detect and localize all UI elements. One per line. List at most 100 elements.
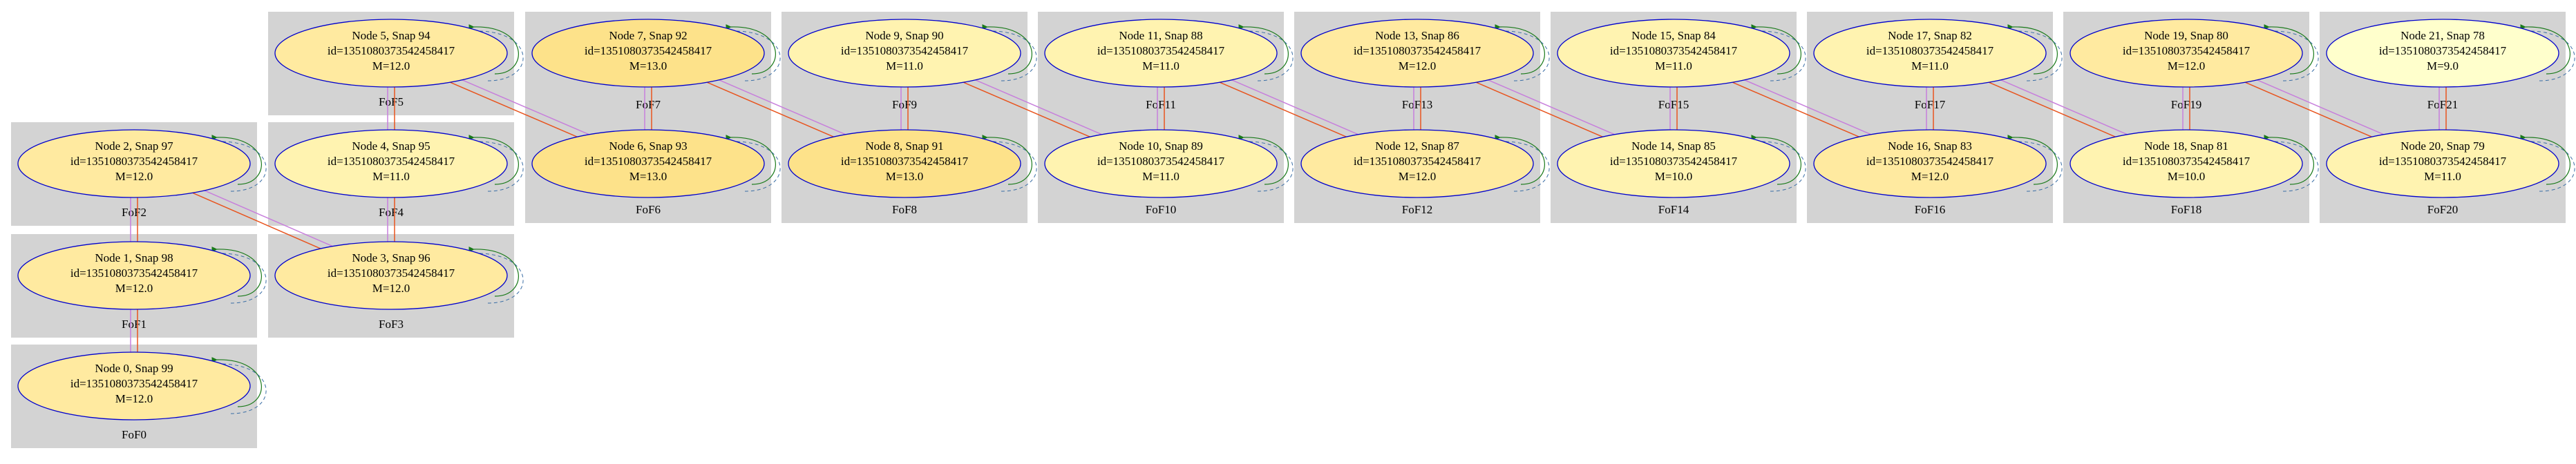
node-16[interactable]: Node 16, Snap 83id=1351080373542458417M=… [1813, 129, 2063, 198]
node-mass: M=12.0 [115, 282, 153, 295]
node-mass: M=11.0 [886, 59, 923, 72]
node-id: id=1351080373542458417 [1097, 44, 1225, 57]
node-13[interactable]: Node 13, Snap 86 id=1351080373542458417M=… [1300, 19, 1550, 88]
cluster-label-fof17: FoF17 [1915, 98, 1946, 111]
self-loop-green [1495, 134, 1545, 185]
node-id: id=1351080373542458417 [1354, 44, 1481, 57]
self-loop-green [2007, 23, 2058, 75]
node-id: id=1351080373542458417 [2379, 155, 2507, 168]
node-mass: M=11.0 [1142, 170, 1180, 183]
node-ellipse[interactable] [274, 241, 508, 310]
node-mass: M=12.0 [1399, 59, 1436, 72]
self-loop-green [2007, 134, 2058, 185]
node-title: Node 15, Snap 84 [1631, 29, 1716, 42]
node-5[interactable]: Node 5, Snap 94id=1351080373542458417M=1… [274, 19, 524, 88]
cluster-label-fof13: FoF13 [1402, 98, 1432, 111]
node-mass: M=12.0 [115, 170, 153, 183]
node-20[interactable]: Node 20, Snap 79id=1351080373542458417M=… [2326, 129, 2575, 198]
node-10[interactable]: Node 10, Snap 89id=1351080373542458417M=… [1044, 129, 1294, 198]
node-21[interactable]: Node 21, Snap 78id=1351080373542458417M=… [2326, 19, 2575, 88]
cluster-label-fof21: FoF21 [2427, 98, 2458, 111]
node-ellipse[interactable] [2070, 129, 2303, 198]
self-loop-green [211, 246, 262, 297]
node-ellipse[interactable] [17, 241, 251, 310]
self-loop-green [468, 134, 519, 185]
node-9[interactable]: Node 9, Snap 90id=1351080373542458417M=1… [788, 19, 1037, 88]
node-title: Node 16, Snap 83 [1888, 139, 1972, 153]
node-15[interactable]: Node 15, Snap 84id=1351080373542458417M=… [1557, 19, 1806, 88]
node-ellipse[interactable] [788, 129, 1021, 198]
node-18[interactable]: Node 18, Snap 81id=1351080373542458417M=… [2070, 129, 2319, 198]
node-ellipse[interactable] [788, 19, 1021, 88]
node-id: id=1351080373542458417 [1097, 155, 1225, 168]
node-ellipse[interactable] [1813, 19, 2047, 88]
node-ellipse[interactable] [1557, 129, 1790, 198]
node-title: Node 4, Snap 95 [352, 139, 430, 153]
node-id: id=1351080373542458417 [70, 267, 198, 280]
node-title: Node 12, Snap 87 [1375, 139, 1459, 153]
self-loop-blue [2018, 141, 2063, 192]
node-ellipse[interactable] [1044, 129, 1278, 198]
node-ellipse[interactable] [274, 19, 508, 88]
node-title: Node 13, Snap 86 [1375, 29, 1459, 42]
node-2[interactable]: Node 2, Snap 97id=1351080373542458417M=1… [17, 129, 267, 198]
node-4[interactable]: Node 4, Snap 95id=1351080373542458417M=1… [274, 129, 524, 198]
node-id: id=1351080373542458417 [585, 44, 712, 57]
node-mass: M=13.0 [629, 59, 667, 72]
self-loop-green [211, 134, 262, 185]
node-ellipse[interactable] [2326, 129, 2559, 198]
node-11[interactable]: Node 11, Snap 88id=1351080373542458417M=… [1044, 19, 1294, 88]
node-mass: M=13.0 [629, 170, 667, 183]
self-loop-green [2264, 134, 2314, 185]
node-8[interactable]: Node 8, Snap 91id=1351080373542458417M=1… [788, 129, 1037, 198]
node-title: Node 8, Snap 91 [865, 139, 943, 153]
cluster-label: FoF5 [379, 95, 404, 108]
node-ellipse[interactable] [1557, 19, 1790, 88]
node-id: id=1351080373542458417 [70, 155, 198, 168]
node-17[interactable]: Node 17, Snap 82id=1351080373542458417M=… [1813, 19, 2063, 88]
node-ellipse[interactable] [17, 129, 251, 198]
self-loop-blue [479, 141, 524, 192]
node-14[interactable]: Node 14, Snap 85id=1351080373542458417M=… [1557, 129, 1806, 198]
node-7[interactable]: Node 7, Snap 92id=1351080373542458417M=1… [531, 19, 781, 88]
cluster-label: FoF1 [122, 318, 146, 331]
node-id: id=1351080373542458417 [2123, 44, 2251, 57]
self-loop-green [726, 23, 776, 75]
node-ellipse[interactable] [531, 129, 765, 198]
node-12[interactable]: Node 12, Snap 87id=1351080373542458417M=… [1300, 129, 1550, 198]
node-id: id=1351080373542458417 [328, 155, 455, 168]
node-ellipse[interactable] [2326, 19, 2559, 88]
node-1[interactable]: Node 1, Snap 98id=1351080373542458417M=1… [17, 241, 267, 310]
node-ellipse[interactable] [17, 351, 251, 420]
node-id: id=1351080373542458417 [328, 44, 455, 57]
node-ellipse[interactable] [274, 129, 508, 198]
cluster-label: FoF12 [1402, 203, 1432, 216]
node-ellipse[interactable] [1300, 19, 1534, 88]
node-title: Node 6, Snap 93 [609, 139, 687, 153]
node-id: id=1351080373542458417 [1866, 44, 1994, 57]
node-id: id=1351080373542458417 [1354, 155, 1481, 168]
node-id: id=1351080373542458417 [1610, 44, 1738, 57]
node-mass: M=13.0 [886, 170, 923, 183]
node-ellipse[interactable] [1813, 129, 2047, 198]
self-loop-green [468, 246, 519, 297]
self-loop-green [1495, 23, 1545, 75]
node-6[interactable]: Node 6, Snap 93id=1351080373542458417M=1… [531, 129, 781, 198]
cluster-label-fof11: FoF11 [1146, 98, 1176, 111]
node-0[interactable]: Node 0, Snap 99id=1351080373542458417M=1… [17, 351, 267, 420]
self-loop-blue [479, 253, 524, 304]
node-ellipse[interactable] [531, 19, 765, 88]
node-ellipse[interactable] [1044, 19, 1278, 88]
node-id: id=1351080373542458417 [70, 377, 198, 390]
node-layer: Node 0, Snap 99id=1351080373542458417M=1… [17, 19, 2575, 420]
node-id: id=1351080373542458417 [2379, 44, 2507, 57]
self-loop-blue [1761, 141, 1806, 192]
node-19[interactable]: Node 19, Snap 80id=1351080373542458417M=… [2070, 19, 2319, 88]
self-loop-green [1238, 23, 1289, 75]
node-id: id=1351080373542458417 [1610, 155, 1738, 168]
node-ellipse[interactable] [1300, 129, 1534, 198]
self-loop-green [1751, 23, 1801, 75]
node-3[interactable]: Node 3, Snap 96id=1351080373542458417M=1… [274, 241, 524, 310]
node-ellipse[interactable] [2070, 19, 2303, 88]
